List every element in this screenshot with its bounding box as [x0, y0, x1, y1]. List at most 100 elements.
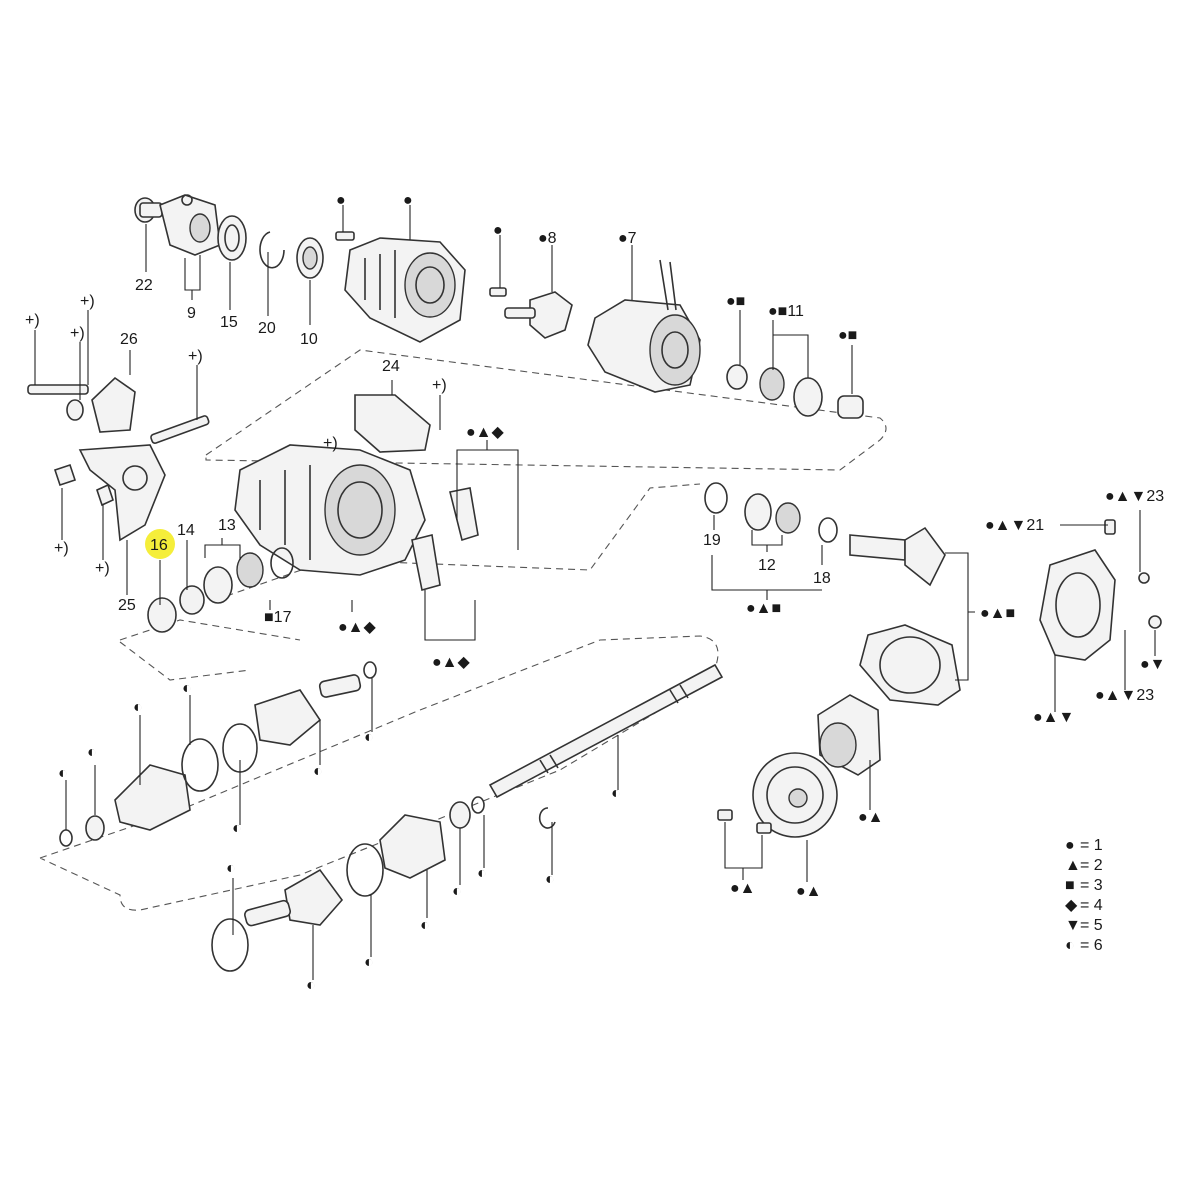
callout-23-bottom: ●▲▼23	[1095, 687, 1154, 704]
legend-text-6: = 6	[1080, 937, 1103, 954]
part-12-bearing-cone	[775, 502, 801, 534]
callout-plus-5: +)	[54, 540, 69, 557]
part-15-seal	[217, 215, 247, 261]
part-10-bearing	[296, 237, 324, 279]
symbol-legend: ● = 1 ▲ = 2 ■ = 3 ◆ = 4 ▼ = 5 ◐ = 6	[1065, 837, 1103, 954]
callout-plus-3: +)	[80, 293, 95, 310]
callout-9: 9	[187, 305, 196, 322]
symbol-half-9: ◐	[452, 883, 462, 900]
part-bushing	[837, 395, 864, 419]
legend-text-4: = 4	[1080, 897, 1103, 914]
callout-23-top: ●▲▼23	[1105, 488, 1164, 505]
part-25-26-bracket	[27, 376, 210, 542]
legend-symbol-4: ◆	[1065, 897, 1078, 914]
callout-14: 14	[177, 522, 195, 539]
callout-22: 22	[135, 277, 153, 294]
legend-symbol-3: ■	[1065, 877, 1075, 894]
part-11-bearing-cup	[793, 377, 823, 417]
symbol-half-4: ◐	[182, 680, 192, 697]
part-14-ring	[179, 585, 205, 615]
symbol-12: ●▲■	[746, 600, 781, 617]
part-washer-right	[726, 364, 748, 390]
callout-15: 15	[220, 314, 238, 331]
callout-24: 24	[382, 358, 400, 375]
symbol-top-a: ●	[336, 192, 346, 209]
legend-symbol-5: ▼	[1065, 917, 1081, 934]
symbol-gear: ●▲	[796, 883, 822, 900]
symbol-half-6: ◐	[313, 763, 323, 780]
part-13-bearing-cup	[203, 566, 233, 604]
part-7-motor-unit	[587, 259, 701, 393]
symbol-half-2: ◐	[87, 744, 97, 761]
part-long-shaft	[488, 663, 724, 799]
callout-plus-1: +)	[25, 312, 40, 329]
callout-18: 18	[813, 570, 831, 587]
part-11-bearing-cone	[759, 367, 785, 401]
callout-17: ■17	[264, 609, 292, 626]
callout-plus-8: +)	[323, 435, 338, 452]
part-right-axle-joint	[211, 796, 556, 972]
part-24-cover-plate	[354, 394, 431, 453]
part-12-bearing-cup	[744, 493, 772, 531]
part-18-shim	[818, 517, 838, 543]
callout-plus-6: +)	[95, 560, 110, 577]
part-19-spacer	[704, 482, 728, 514]
symbol-half-7: ◐	[364, 729, 374, 746]
part-ring-gear	[752, 752, 838, 838]
legend-symbol-6: ◐	[1065, 937, 1075, 954]
callout-plus-4: +)	[188, 348, 203, 365]
symbol-cover-bottom: ●▲▼	[1033, 709, 1074, 726]
part-diff-carrier	[817, 694, 881, 776]
symbol-half-12: ◐	[420, 917, 430, 934]
part-pin-a	[335, 231, 355, 241]
group-outline-middle	[119, 483, 701, 681]
legend-symbol-2: ▲	[1065, 857, 1081, 874]
part-pin-b	[489, 287, 507, 297]
symbol-half-14: ◐	[306, 977, 316, 994]
part-bearing-cap-lower	[411, 534, 441, 592]
symbol-diff: ●▲	[858, 809, 884, 826]
callout-plus-2: +)	[70, 325, 85, 342]
symbol-case-c: ●▲◆	[432, 654, 471, 671]
part-rear-cover	[1039, 519, 1162, 661]
part-bolt-a	[717, 809, 733, 821]
callout-20: 20	[258, 320, 276, 337]
highlight-marker	[145, 529, 175, 559]
part-20-snap-ring	[259, 231, 285, 269]
legend-text-2: = 2	[1080, 857, 1103, 874]
callout-16: 16	[150, 537, 168, 554]
symbol-half-8: ◐	[611, 785, 621, 802]
part-ring-housing	[859, 624, 961, 706]
callout-21: ●▲▼21	[985, 517, 1044, 534]
symbol-case-b: ●▲◆	[338, 619, 377, 636]
callout-25: 25	[118, 597, 136, 614]
symbol-ring: ●▲■	[980, 605, 1015, 622]
callout-7: ●7	[618, 230, 637, 247]
callout-11: ●■11	[768, 303, 804, 320]
part-16-seal	[147, 597, 177, 633]
callout-12: 12	[758, 557, 776, 574]
legend-text-1: = 1	[1080, 837, 1103, 854]
symbol-sq-2: ●■	[838, 327, 857, 344]
callout-13: 13	[218, 517, 236, 534]
callout-10: 10	[300, 331, 318, 348]
part-pinion-shaft	[849, 526, 946, 587]
symbol-top-c: ●	[493, 222, 503, 239]
symbol-half-5: ◐	[232, 820, 242, 837]
symbol-half-13: ◐	[364, 954, 374, 971]
symbol-cover-down: ●▼	[1140, 656, 1166, 673]
symbol-top-b: ●	[403, 192, 413, 209]
part-bearing-cap-upper	[449, 487, 479, 542]
legend-symbol-1: ●	[1065, 837, 1075, 854]
callout-plus-7: +)	[432, 377, 447, 394]
callout-19: 19	[703, 532, 721, 549]
part-13-bearing-cone	[236, 552, 264, 588]
callout-labels: 22 9 15 20 10 ●8 ●7 ●■11 26 24 13 14 16 …	[25, 192, 1166, 994]
part-8-flange	[504, 291, 573, 339]
symbol-half-11: ◐	[545, 871, 555, 888]
part-9-yoke	[159, 194, 221, 256]
callout-26: 26	[120, 331, 138, 348]
symbol-half-1: ◐	[58, 765, 68, 782]
part-22-flange-nut	[134, 197, 163, 223]
